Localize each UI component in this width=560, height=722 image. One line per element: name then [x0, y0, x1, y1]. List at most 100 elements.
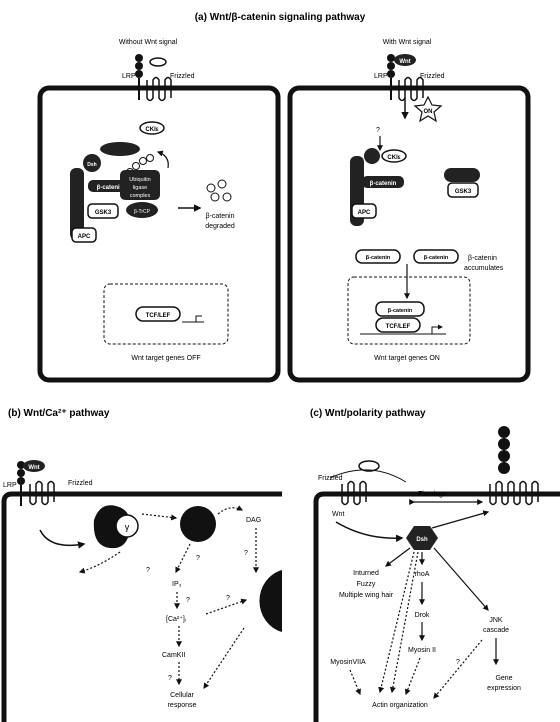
- degraded-fragments: [207, 180, 231, 201]
- myosin-ii-label: Myosin II: [408, 647, 436, 654]
- gene-label-2: expression: [487, 685, 521, 692]
- gamma-label: γ: [125, 522, 130, 532]
- q-6: ?: [168, 675, 172, 682]
- fuzzy-label: Fuzzy: [357, 581, 376, 588]
- gene-label-1: Gene: [495, 675, 512, 682]
- to-ip3-arrow: [176, 544, 190, 572]
- tcf-lef-label: TCF/LEF: [386, 324, 411, 330]
- lrp-label: LRP: [3, 482, 17, 489]
- cellular-response-2: response: [168, 702, 197, 709]
- actin-organization-label: Actin organization: [372, 702, 428, 709]
- cellular-response-1: Cellular: [170, 692, 194, 699]
- bcat-cytoplasm-b-label: β-catenin: [424, 255, 449, 261]
- q-5: ?: [226, 595, 230, 602]
- subtitle-without-wnt: Without Wnt signal: [119, 39, 178, 46]
- wnt-label: Wnt: [332, 511, 345, 518]
- gsk3-label: GSK3: [95, 210, 112, 216]
- bcat-cytoplasm-a-label: β-catenin: [366, 255, 391, 261]
- ubiquitin-label-3: complex: [130, 193, 151, 199]
- camkii-label: CamKII: [162, 652, 185, 659]
- drok-label: Drok: [415, 612, 430, 619]
- q-1: ?: [146, 567, 150, 574]
- dsh-actin-dotted-1: [380, 552, 414, 692]
- bcat-nuclear-label: β-catenin: [388, 308, 413, 314]
- lrp-label: LRP: [122, 73, 136, 80]
- dsh-actin-dotted-2: [392, 552, 418, 692]
- to-unknown-arrow: [80, 552, 120, 572]
- degraded-label-1: β-catenin: [206, 213, 235, 220]
- pkc-node: [259, 570, 282, 632]
- accumulates-label-2: accumulates: [464, 265, 504, 272]
- panel-a: (a) Wnt/β-catenin signaling pathway With…: [40, 12, 528, 380]
- dag-label: DAG: [246, 517, 261, 524]
- jnk-actin-arrow: [434, 640, 482, 698]
- btrcp-label: β-TrCP: [134, 209, 151, 215]
- gene-off-line: [182, 316, 204, 322]
- wnt-dsh-arrow: [336, 522, 402, 538]
- myosin-viia-label: MyosinVIIA: [330, 659, 366, 666]
- panel-a-left: Without Wnt signal LRP Frizzled CKIε Ds: [40, 39, 278, 380]
- q-3: ?: [196, 555, 200, 562]
- dsh-node: [364, 148, 380, 164]
- genes-on-caption: Wnt target genes ON: [374, 355, 440, 362]
- jnk-label-2: cascade: [483, 627, 509, 634]
- bcat-label: β-catenin: [97, 185, 124, 191]
- gsk3-dark: [444, 168, 480, 182]
- lrp-receptor: [135, 54, 143, 100]
- ca-pkc-arrow: [206, 600, 246, 614]
- genes-off-caption: Wnt target genes OFF: [131, 355, 200, 362]
- question-mark: ?: [376, 127, 380, 134]
- panel-b-title: (b) Wnt/Ca²⁺ pathway: [8, 408, 110, 419]
- ubiquitin-label-2: ligase: [133, 185, 147, 191]
- dsh-inturned-arrow: [386, 548, 410, 566]
- cell-membrane: [316, 494, 560, 722]
- degraded-label-2: degraded: [205, 223, 235, 230]
- gsk3-label: GSK3: [455, 189, 472, 195]
- wnt-label: Wnt: [399, 59, 410, 65]
- dsh-label: Dsh: [416, 537, 428, 543]
- frizzled-receptor: [147, 58, 171, 101]
- to-plc-arrow: [142, 514, 176, 518]
- inactive-complex: CKIε β-catenin APC: [350, 148, 406, 226]
- lrp-receptor: [387, 54, 395, 100]
- calcium-label: [Ca²⁺]ᵢ: [166, 616, 186, 623]
- transcription-arrow: [432, 327, 442, 334]
- inturned-label: Inturned: [353, 570, 379, 577]
- q-2: ?: [244, 550, 248, 557]
- ckie-label: CKIε: [387, 155, 400, 161]
- tcf-lef-label: TCF/LEF: [146, 313, 171, 319]
- dark-capsule: [100, 142, 140, 156]
- myosin-actin-arrow: [406, 658, 420, 694]
- frizzled-label: Frizzled: [318, 475, 343, 482]
- q-label: ?: [456, 659, 460, 666]
- frizzled-label: Frizzled: [170, 73, 195, 80]
- panel-c: (c) Wnt/polarity pathway Frizzled Flamin…: [310, 408, 560, 722]
- rhoa-label: rhoA: [415, 571, 430, 578]
- wnt-label: Wnt: [28, 465, 39, 471]
- jnk-label-1: JNK: [489, 617, 503, 624]
- frizzled-label: Frizzled: [420, 73, 445, 80]
- bcat-label: β-catenin: [370, 181, 397, 187]
- multiple-wing-hair-label: Multiple wing hair: [339, 592, 394, 599]
- apc-label: APC: [358, 210, 371, 216]
- myosin7-actin-arrow: [350, 670, 360, 694]
- ubiquitin-label-1: Ubiquitin: [129, 177, 150, 183]
- ubiquitination-arrow: [158, 152, 168, 168]
- panel-a-right: With Wnt signal LRP Wnt Frizzled ON ? CK…: [290, 39, 528, 380]
- subtitle-with-wnt: With Wnt signal: [383, 39, 432, 46]
- apc-label: APC: [78, 234, 91, 240]
- panel-c-title: (c) Wnt/polarity pathway: [310, 408, 426, 419]
- activation-arrow: [40, 530, 84, 545]
- dsh-jnk-arrow: [434, 548, 488, 610]
- pkc-response-arrow: [204, 628, 244, 688]
- flamingo-label: Flamingo: [418, 491, 447, 498]
- accumulates-label-1: β-catenin: [468, 255, 497, 262]
- phospholipase-node: [180, 506, 216, 542]
- lrp-label: LRP: [374, 73, 388, 80]
- q-4: ?: [186, 597, 190, 604]
- on-label: ON: [424, 109, 433, 115]
- to-dag-arrow: [218, 508, 242, 514]
- ip3-label: IP₃: [172, 581, 182, 588]
- frizzled-label: Frizzled: [68, 480, 93, 487]
